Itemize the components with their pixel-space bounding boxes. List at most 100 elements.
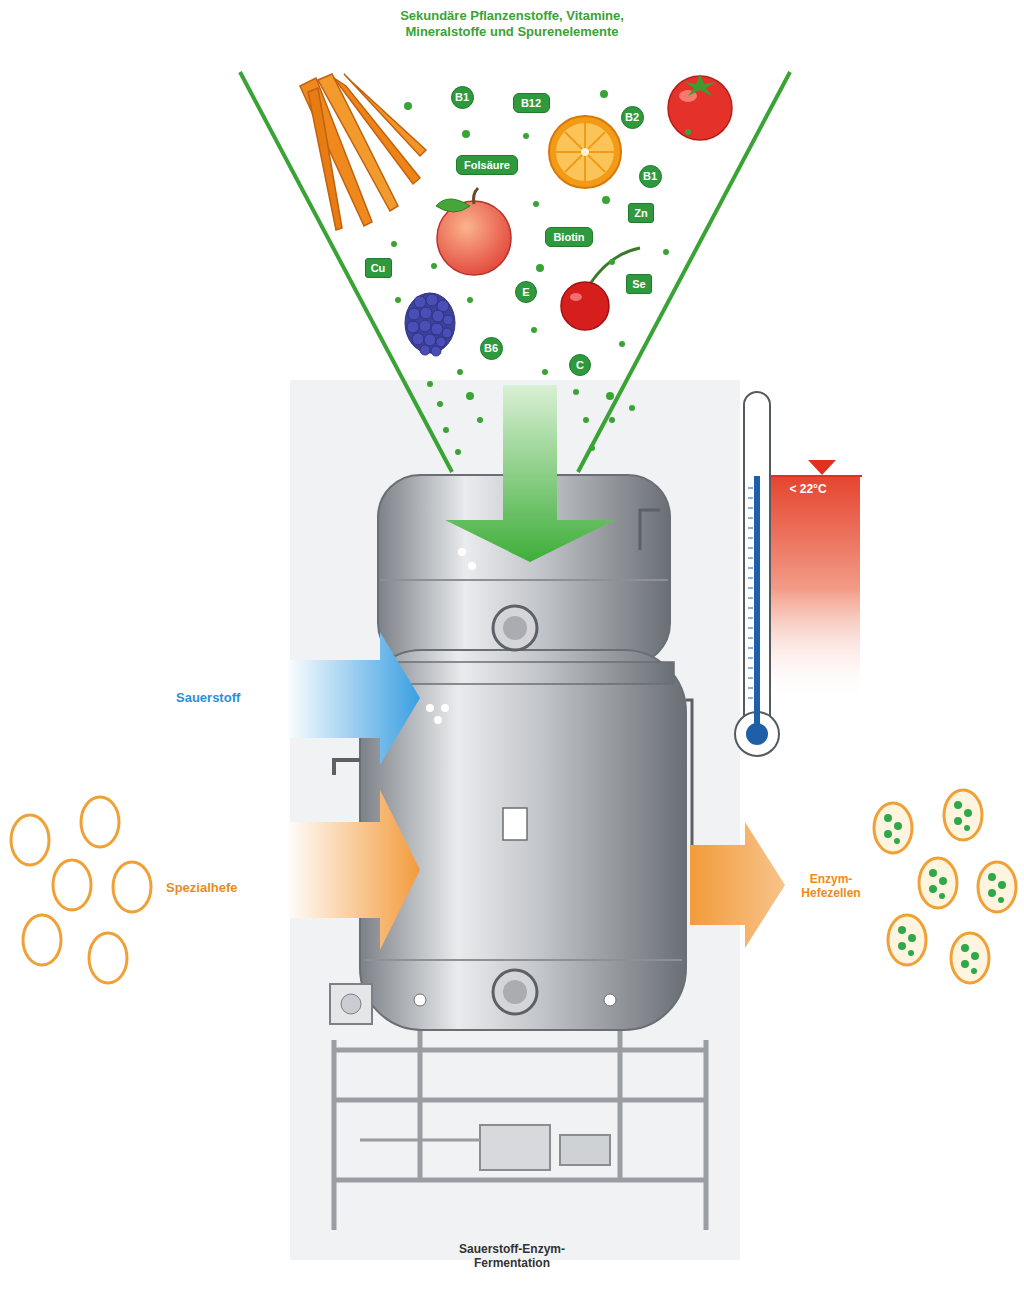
badge-text: B1 [455, 92, 469, 103]
apple-part [437, 201, 511, 275]
enzyme-yeast-cells-part-part [929, 869, 937, 877]
nutrient-dots-part [431, 263, 437, 269]
orange-slice [549, 116, 621, 188]
blackberry-part [408, 308, 420, 320]
fermenter-tank-part [493, 970, 537, 1014]
enzyme-yeast-cells-part-part [884, 830, 892, 838]
enzyme-yeast-cells-part-part [929, 885, 937, 893]
apple-part [474, 188, 479, 204]
thermometer-part-part [748, 658, 753, 659]
enzyme-yeast-cells-part-part [944, 790, 982, 840]
diagram-label: Spezialhefe [166, 880, 238, 896]
nutrient-dots-part [685, 129, 691, 135]
fermenter-tank-part [468, 562, 476, 570]
frame-part [418, 1030, 423, 1180]
frame-part [704, 1040, 709, 1230]
enzyme-yeast-cells-part-part [919, 858, 957, 908]
nutrient-dots-part [523, 133, 529, 139]
fermenter-tank-part [372, 662, 674, 684]
fermenter-tank-part [426, 704, 434, 712]
nutrient-dots-part [455, 449, 461, 455]
enzyme-yeast-cells-part-part [898, 926, 906, 934]
thermometer-part-part [748, 618, 753, 619]
nutrient-badge: E [515, 281, 537, 303]
blackberry-part [431, 323, 443, 335]
diagram-label: < 22°C [789, 482, 826, 496]
enzyme-yeast-cells-part-part [964, 809, 972, 817]
fermenter-tank-part [640, 510, 660, 550]
blackberry-part [412, 333, 424, 345]
yeast-cells-plain-part [23, 915, 61, 965]
nutrient-dots-part [619, 341, 625, 347]
thermometer-part-part [748, 598, 753, 599]
fermenter-tank-part [380, 579, 668, 581]
frame-part [480, 1125, 550, 1170]
nutrient-badge: Folsäure [456, 155, 518, 175]
blackberry-part [420, 345, 430, 355]
orange-slice-part [581, 148, 589, 156]
fermenter-tank-part [503, 808, 527, 840]
nutrient-badge: B6 [480, 337, 503, 360]
yeast-output-arrow [690, 822, 785, 948]
nutrient-dots-part [437, 401, 443, 407]
frame-part [334, 1048, 706, 1053]
nutrient-dots-part [663, 249, 669, 255]
orange-slice-part-part [565, 132, 605, 172]
enzyme-yeast-cells-part [874, 790, 1016, 983]
enzyme-yeast-cells-part-part [988, 873, 996, 881]
nutrient-dots-part [457, 369, 463, 375]
badge-text: Zn [634, 208, 647, 219]
enzyme-yeast-cells-part-part [998, 897, 1004, 903]
yeast-cells-plain-part [113, 862, 151, 912]
apple-part [436, 199, 470, 212]
badge-text: E [522, 287, 529, 298]
fermenter-tank-part [334, 760, 360, 775]
yeast-cells-plain-part [81, 797, 119, 847]
diagram-label: Sauerstoff [176, 690, 240, 706]
nutrient-dots-part [391, 241, 397, 247]
thermometer-part-part [748, 678, 753, 679]
temperature-band-part [760, 476, 860, 700]
enzyme-yeast-cells-part-part [894, 838, 900, 844]
blackberry-part [431, 346, 441, 356]
enzyme-yeast-cells-part-part [894, 822, 902, 830]
nutrient-badge: C [569, 354, 591, 376]
thermometer-part-part [748, 698, 753, 699]
enzyme-yeast-cells-part-part [939, 893, 945, 899]
badge-text: B1 [643, 171, 657, 182]
thermometer-part-part [748, 648, 753, 649]
background-band [290, 380, 740, 1260]
funnel-lines-part [240, 72, 452, 472]
nutrient-dots-part [462, 130, 470, 138]
fermenter-tank-part [604, 994, 616, 1006]
thermometer-part-part [748, 588, 753, 589]
enzyme-yeast-cells-part-part [971, 968, 977, 974]
carrots-part [344, 74, 426, 156]
nutrient-badge: Zn [628, 203, 654, 223]
thermometer-part-part [748, 498, 753, 499]
enzyme-yeast-cells-part-part [978, 862, 1016, 912]
thermometer-part [748, 488, 753, 698]
thermometer-part-part [748, 518, 753, 519]
blackberry-part [424, 334, 436, 346]
yeast-cells-plain [11, 797, 151, 983]
nutrient-badge: Se [626, 274, 652, 294]
blackberry-part [407, 321, 419, 333]
diagram-title: Sekundäre Pflanzenstoffe, Vitamine, Mine… [362, 8, 662, 39]
green-input-arrow [445, 385, 615, 562]
enzyme-yeast-cells-part-part [908, 950, 914, 956]
nutrient-dots-part [609, 417, 615, 423]
nutrient-dots-part [404, 102, 412, 110]
thermometer-part-part [748, 508, 753, 509]
tomato-part [684, 74, 716, 96]
thermometer-part-part [748, 568, 753, 569]
carrots-part [308, 88, 342, 230]
enzyme-yeast-cells-part [884, 801, 1006, 974]
carrots [300, 74, 426, 230]
nutrient-dots-part [533, 201, 539, 207]
thermometer-part [746, 723, 768, 745]
nutrient-dots-part [443, 427, 449, 433]
blackberry [405, 293, 455, 356]
